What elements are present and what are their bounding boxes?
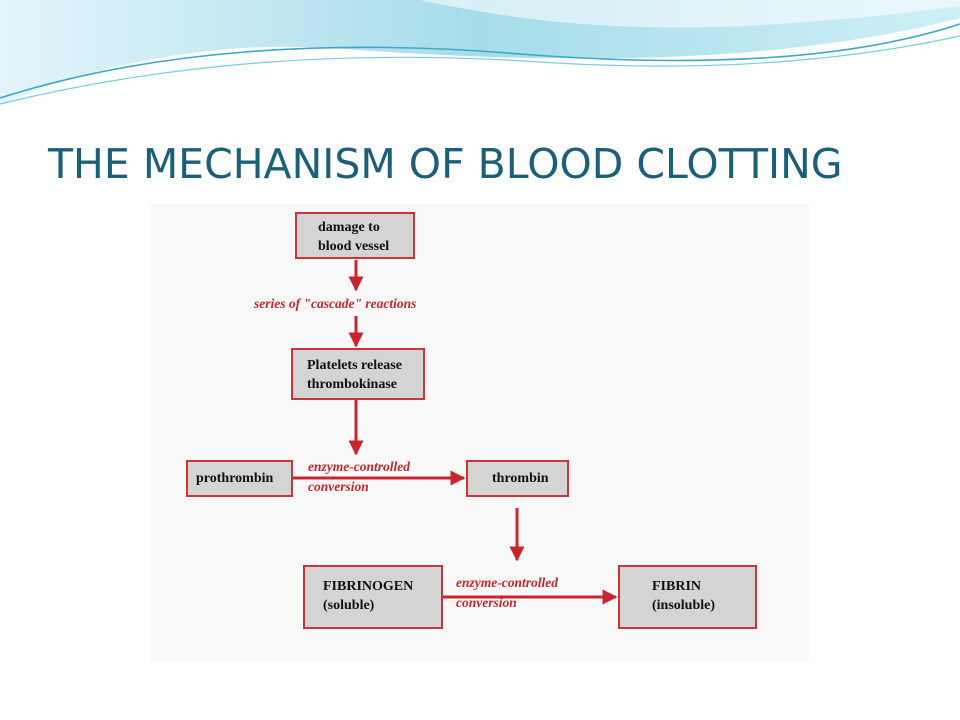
thrombin-label: thrombin (492, 471, 549, 486)
damage-box: damage to blood vessel (295, 212, 415, 259)
slide-title: THE MECHANISM OF BLOOD CLOTTING (48, 140, 843, 188)
fibrinogen-line1: FIBRINOGEN (323, 579, 414, 594)
fibrin-line2: (insoluble) (652, 598, 716, 613)
damage-line1: damage to (318, 220, 380, 235)
fibrinogen-box: FIBRINOGEN (soluble) (303, 565, 443, 629)
conversion2-label: enzyme-controlled conversion (456, 573, 558, 613)
flowchart-arrows (292, 260, 618, 605)
platelets-line1: Platelets release (307, 358, 402, 373)
platelets-line2: thrombokinase (307, 377, 397, 392)
conversion1-line2: conversion (308, 479, 369, 494)
prothrombin-label: prothrombin (196, 471, 274, 486)
prothrombin-box: prothrombin (186, 460, 293, 497)
conversion1-label: enzyme-controlled conversion (308, 457, 410, 497)
conversion2-line2: conversion (456, 595, 517, 610)
fibrinogen-line2: (soluble) (323, 598, 375, 613)
fibrin-box: FIBRIN (insoluble) (618, 565, 757, 629)
fibrin-line1: FIBRIN (652, 579, 702, 594)
conversion2-line1: enzyme-controlled (456, 575, 558, 590)
cascade-label: series of "cascade" reactions (254, 296, 417, 311)
damage-line2: blood vessel (318, 239, 390, 254)
conversion1-line1: enzyme-controlled (308, 459, 410, 474)
platelets-box: Platelets release thrombokinase (291, 348, 425, 400)
header-swoosh-decoration (0, 0, 960, 105)
blood-clotting-flowchart: damage to blood vessel series of "cascad… (150, 204, 809, 662)
thrombin-box: thrombin (466, 460, 569, 497)
